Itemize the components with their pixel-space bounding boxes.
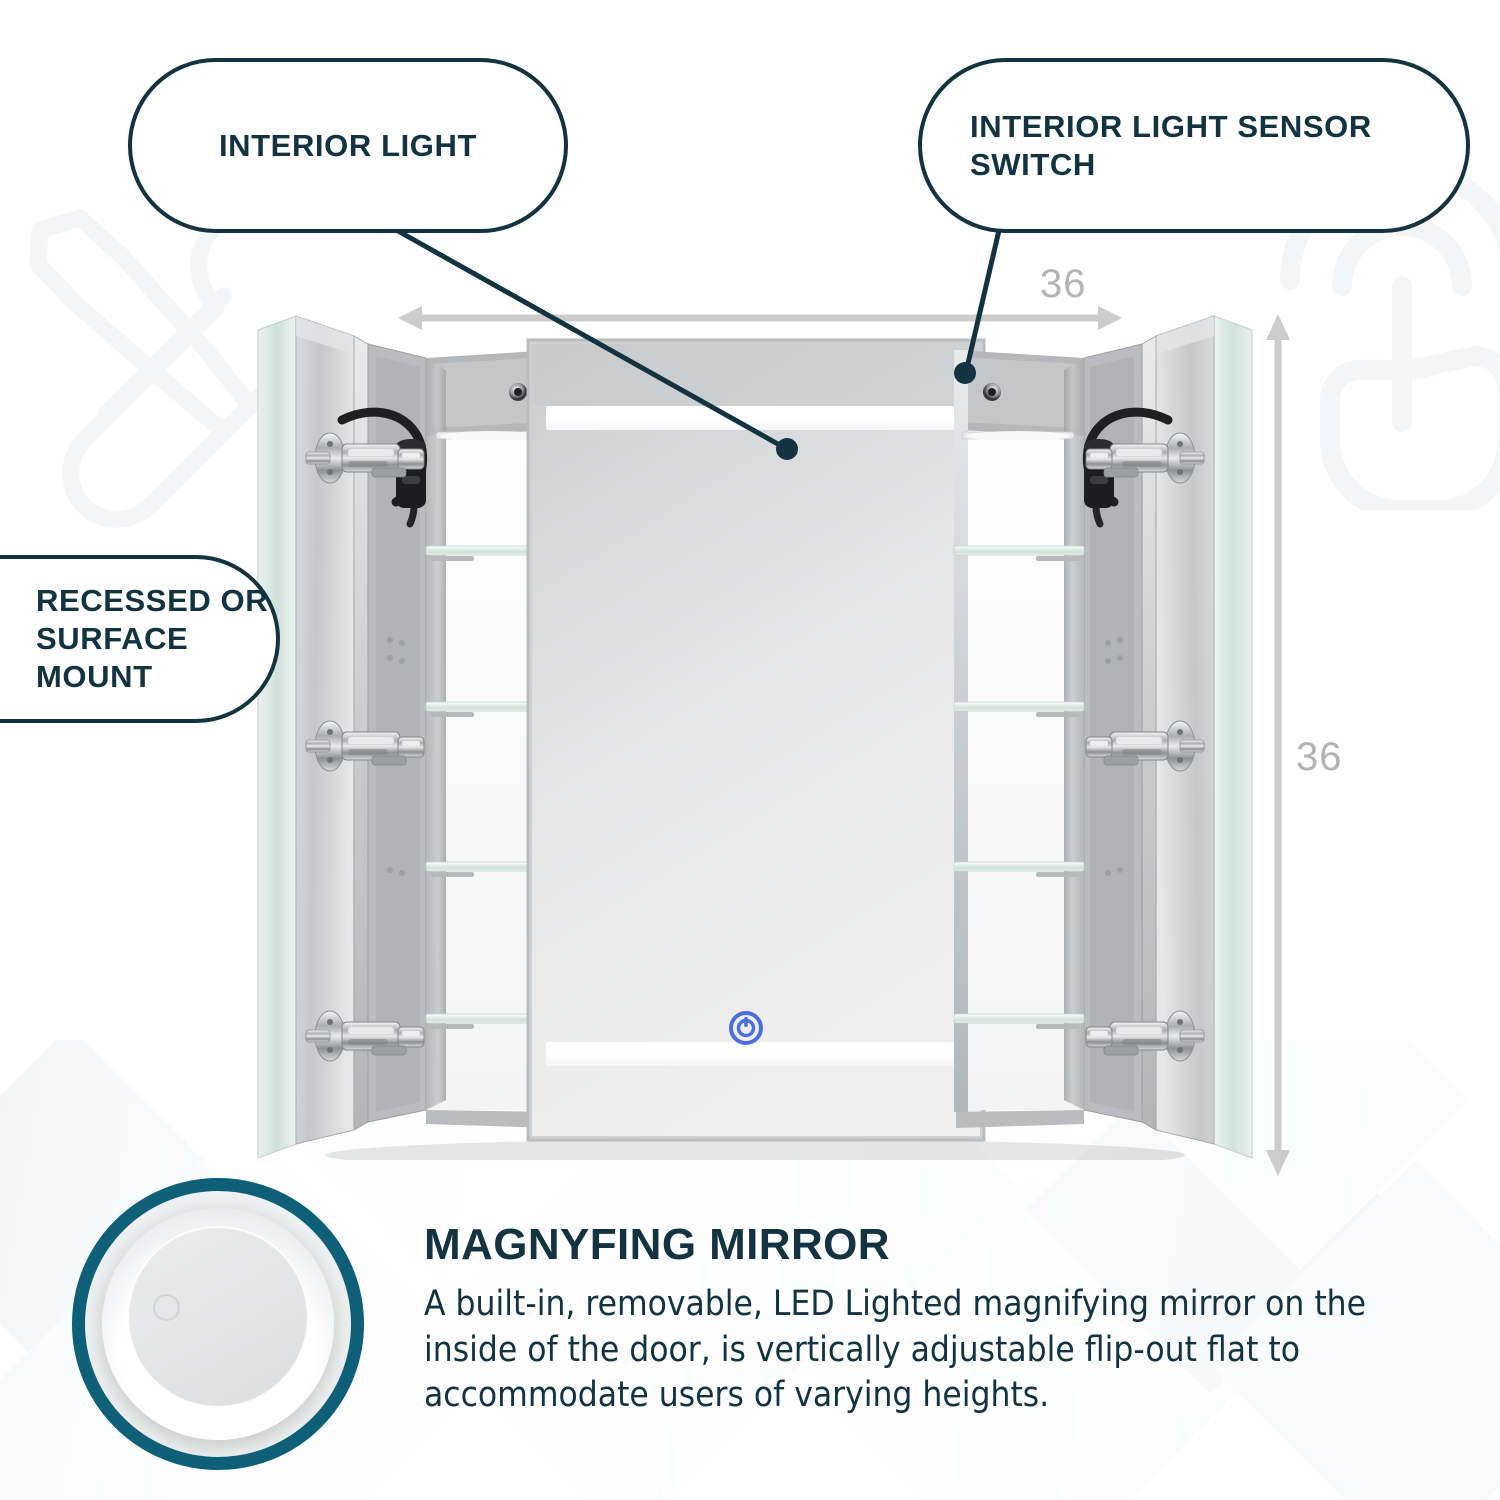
- width-dimension-label: 36: [1040, 262, 1087, 306]
- height-dimension-label: 36: [1296, 735, 1343, 779]
- callout-mount-label: RECESSED OR SURFACE MOUNT: [36, 583, 269, 694]
- callout-interior-light-sensor-switch: INTERIOR LIGHT SENSOR SWITCH: [918, 58, 1470, 233]
- callout-interior-light-label: INTERIOR LIGHT: [218, 127, 478, 163]
- callout-recessed-or-surface-mount: RECESSED OR SURFACE MOUNT: [0, 555, 280, 723]
- feature-title: MAGNYFING MIRROR: [424, 1220, 890, 1269]
- medicine-cabinet-product-image: [257, 315, 1253, 1160]
- power-touch-sensor-icon: [729, 1011, 763, 1045]
- callout-sensor-switch-label: INTERIOR LIGHT SENSOR SWITCH: [970, 108, 1372, 182]
- mirror-touch-button-icon: [153, 1294, 180, 1322]
- feature-description: A built-in, removable, LED Lighted magni…: [424, 1284, 1367, 1415]
- magnifying-mirror-thumbnail: [72, 1178, 364, 1470]
- callout-interior-light: INTERIOR LIGHT: [128, 58, 568, 233]
- mirror-led-halo: [102, 1208, 334, 1440]
- mirror-glass-face: [127, 1226, 309, 1409]
